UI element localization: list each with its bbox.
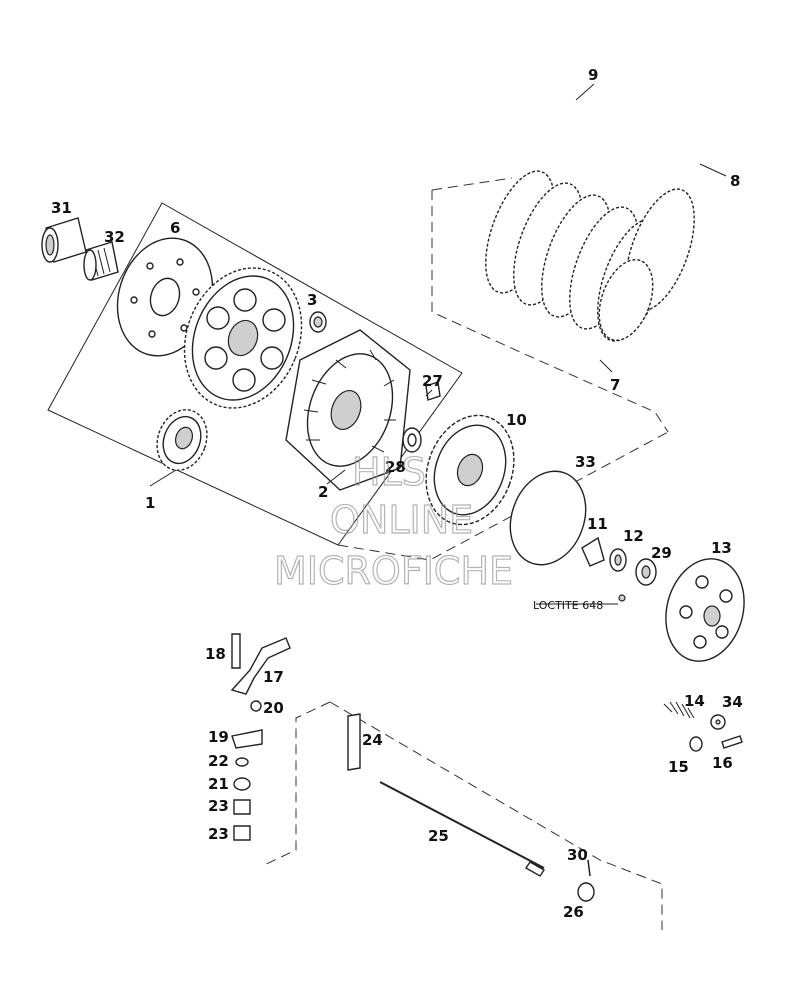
watermark: HLS ONLINE MICROFICHE [273,449,513,593]
part-21-seal [233,777,251,791]
part-13-pressure-plate [665,558,745,662]
leader-lines [149,83,727,605]
part-primary-gear [183,267,303,409]
part-34-washer [710,714,726,730]
callout-7: 7 [610,376,620,394]
callout-27: 27 [422,372,443,390]
part-10-inner-hub [425,414,515,526]
callout-labels: 1 2 3 6 7 8 9 10 11 12 13 14 15 16 17 18… [51,66,743,921]
loctite-note: LOCTITE 648 [533,599,603,612]
part-15-washer [689,736,703,752]
callout-23-b: 23 [208,825,229,843]
part-26-bushing [577,882,595,902]
watermark-line-2: ONLINE [330,498,473,542]
callout-31: 31 [51,199,72,217]
callout-2: 2 [318,483,328,501]
part-16-bolt [721,735,743,749]
part-17-release-lever [230,637,291,695]
callout-33: 33 [575,453,596,471]
callout-3: 3 [307,291,317,309]
callout-8: 8 [730,172,740,190]
callout-13: 13 [711,539,732,557]
callout-12: 12 [623,527,644,545]
callout-10: 10 [506,411,527,429]
callout-32: 32 [104,228,125,246]
callout-28: 28 [385,458,406,476]
part-18-bolt [231,633,241,669]
callout-17: 17 [263,668,284,686]
callout-22: 22 [208,752,229,770]
callout-23-a: 23 [208,797,229,815]
part-22-o-ring [235,757,249,767]
callout-25: 25 [428,827,449,845]
callout-26: 26 [563,903,584,921]
callout-19: 19 [208,728,229,746]
callout-18: 18 [205,645,226,663]
part-small-gear [156,409,208,471]
callout-30: 30 [567,846,588,864]
part-11-lock-washer [581,536,605,567]
part-3-spacer [309,311,327,333]
callout-11: 11 [587,515,608,533]
part-2-clutch-basket [285,329,411,491]
callout-15: 15 [668,758,689,776]
callout-29: 29 [651,544,672,562]
callout-21: 21 [208,775,229,793]
part-30-pin [587,859,591,877]
callout-14: 14 [684,692,705,710]
part-24-release-shaft [347,713,361,771]
watermark-line-3: MICROFICHE [274,549,513,593]
part-19-plate [231,729,263,749]
part-23-bushing-b [233,825,251,841]
part-20-screw [250,700,262,712]
callout-9: 9 [588,66,598,84]
part-23-bushing-a [233,799,251,815]
part-32-needle-bearing [83,241,119,281]
callout-24: 24 [362,731,383,749]
part-loctite-dot [618,594,626,602]
part-clutch-plates [485,170,695,342]
part-12-nut [609,548,627,572]
callout-34: 34 [722,693,743,711]
callout-16: 16 [712,754,733,772]
part-31-bushing [41,217,87,263]
part-33-o-ring [509,470,587,566]
part-29-bearing [635,558,657,586]
callout-20: 20 [263,699,284,717]
callout-1: 1 [145,494,155,512]
part-28-washer [402,427,422,453]
group-outlines [47,177,669,930]
callout-6: 6 [170,219,180,237]
watermark-line-1: HLS [352,450,426,494]
part-25-push-rod [379,781,545,877]
part-14-spring [663,701,695,719]
